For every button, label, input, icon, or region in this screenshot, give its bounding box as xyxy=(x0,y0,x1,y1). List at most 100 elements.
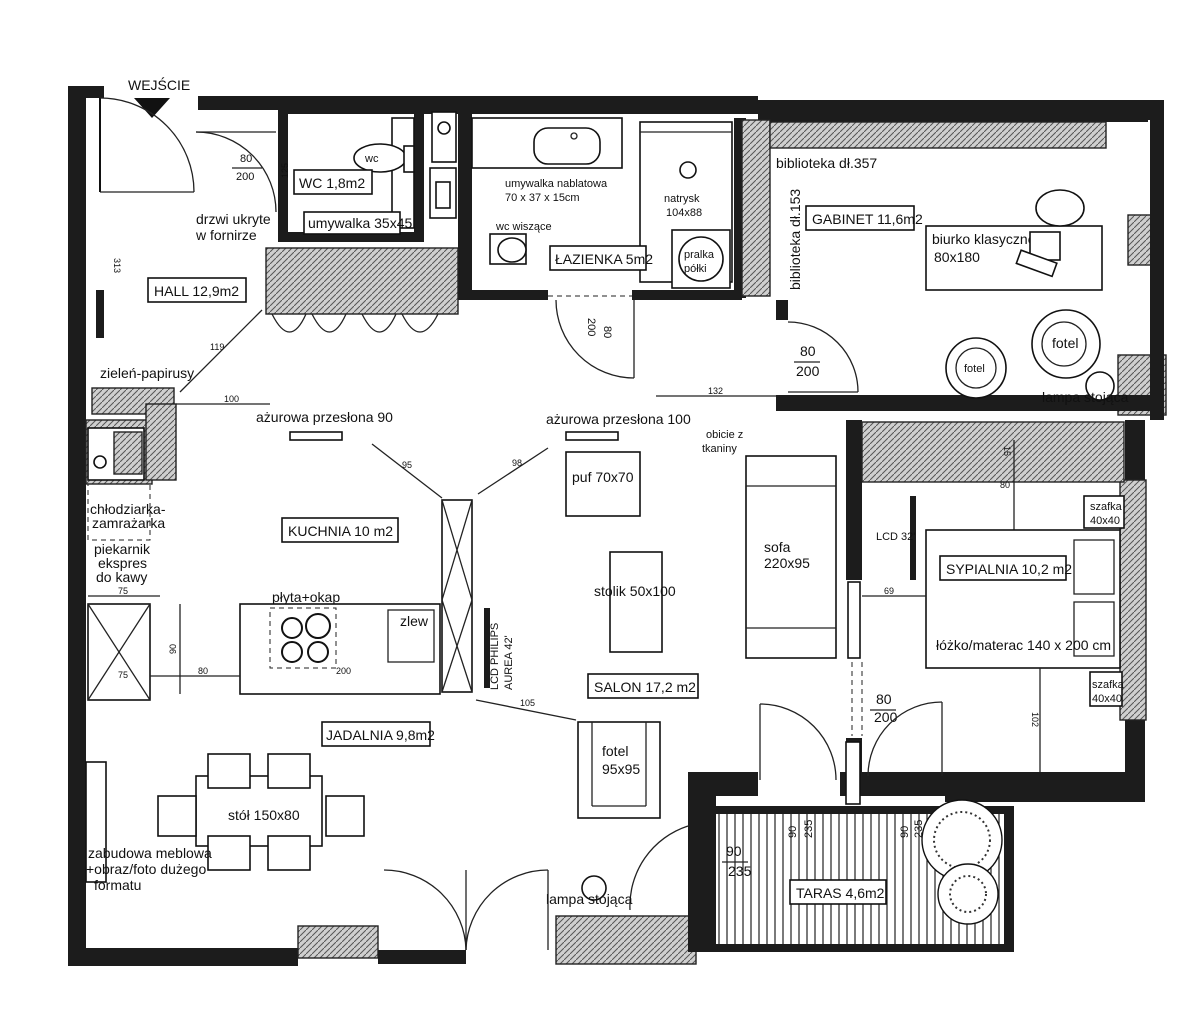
svg-text:105: 105 xyxy=(520,698,535,708)
svg-text:AUREA 42': AUREA 42' xyxy=(503,635,515,690)
svg-text:pralka: pralka xyxy=(684,249,715,261)
svg-text:fotel: fotel xyxy=(1052,335,1078,351)
svg-text:zamrażarka: zamrażarka xyxy=(92,515,165,531)
svg-text:200: 200 xyxy=(585,318,597,336)
toilet-icon xyxy=(353,143,407,173)
svg-text:80x180: 80x180 xyxy=(934,249,980,265)
svg-text:75: 75 xyxy=(118,586,128,596)
svg-text:90: 90 xyxy=(787,826,799,838)
svg-text:biblioteka dł.357: biblioteka dł.357 xyxy=(776,155,877,171)
svg-text:puf 70x70: puf 70x70 xyxy=(572,469,634,485)
svg-text:biurko klasyczne: biurko klasyczne xyxy=(932,231,1036,247)
armchair-icon xyxy=(1031,309,1101,379)
floor-lamp-icon xyxy=(581,875,607,901)
svg-text:98: 98 xyxy=(512,458,522,468)
svg-text:200: 200 xyxy=(336,666,351,676)
washer-icon xyxy=(678,236,724,282)
svg-text:ekspres: ekspres xyxy=(98,555,147,571)
svg-text:zlew: zlew xyxy=(400,613,429,629)
svg-text:półki: półki xyxy=(684,263,707,275)
svg-text:zieleń-papirusy: zieleń-papirusy xyxy=(100,365,194,381)
hall: HALL 12,9m2 313 119 zieleń-papirusy 100 xyxy=(91,247,459,481)
svg-text:200: 200 xyxy=(874,709,898,725)
svg-text:LCD 32': LCD 32' xyxy=(876,531,915,543)
svg-text:ażurowa przesłona 100: ażurowa przesłona 100 xyxy=(546,411,691,427)
svg-text:90: 90 xyxy=(168,644,178,654)
svg-text:104x88: 104x88 xyxy=(666,207,702,219)
svg-text:szafka: szafka xyxy=(1092,679,1125,691)
svg-text:ażurowa przesłona 90: ażurowa przesłona 90 xyxy=(256,409,393,425)
svg-text:200: 200 xyxy=(796,363,820,379)
svg-text:piekarnik: piekarnik xyxy=(94,541,151,557)
room-label-sypialnia: SYPIALNIA 10,2 m2 xyxy=(946,561,1072,577)
svg-text:80: 80 xyxy=(198,666,208,676)
svg-text:chłodziarka-: chłodziarka- xyxy=(90,501,166,517)
kitchen: chłodziarka- zamrażarka piekarnik ekspre… xyxy=(87,409,473,701)
entrance: WEJŚCIE xyxy=(99,76,195,193)
wardrobe xyxy=(271,313,439,333)
terrace: TARAS 4,6m2 90 235 90 235 90 235 xyxy=(722,703,1003,925)
plant-icon xyxy=(937,863,999,925)
bedroom: 15 80 szafka 40x40 LCD 32' SYPIALNIA 10,… xyxy=(847,421,1125,777)
svg-text:sofa: sofa xyxy=(764,539,791,555)
room-label-jadalnia: JADALNIA 9,8m2 xyxy=(326,727,435,743)
svg-text:235: 235 xyxy=(803,820,815,838)
svg-text:100: 100 xyxy=(224,394,239,404)
wc-room: wc WC 1,8m2 umywalka 35x45 125 80 200 dr… xyxy=(195,117,415,243)
hanging-toilet-icon xyxy=(497,237,527,263)
exterior-walls xyxy=(68,86,1167,966)
room-label-gabinet: GABINET 11,6m2 xyxy=(812,211,923,227)
cooktop-burner-icon xyxy=(307,641,329,663)
svg-text:95x95: 95x95 xyxy=(602,761,640,777)
office-chair-icon xyxy=(1035,189,1085,227)
svg-text:formatu: formatu xyxy=(94,877,141,893)
svg-text:102: 102 xyxy=(1030,712,1040,727)
svg-text:stolik 50x100: stolik 50x100 xyxy=(594,583,676,599)
svg-text:235: 235 xyxy=(728,863,752,879)
svg-text:80: 80 xyxy=(240,153,252,165)
svg-text:95: 95 xyxy=(402,460,412,470)
svg-text:do kawy: do kawy xyxy=(96,569,147,585)
svg-text:+obraz/foto dużego: +obraz/foto dużego xyxy=(86,861,206,877)
svg-text:15: 15 xyxy=(1002,446,1012,456)
svg-text:obicie z: obicie z xyxy=(706,429,743,441)
room-label-taras: TARAS 4,6m2 xyxy=(796,885,885,901)
floor-lamp-icon xyxy=(1085,371,1115,401)
svg-text:szafka: szafka xyxy=(1090,501,1123,513)
svg-text:200: 200 xyxy=(236,171,254,183)
room-label-wc: WC 1,8m2 xyxy=(299,175,365,191)
room-label-hall: HALL 12,9m2 xyxy=(154,283,239,299)
svg-text:drzwi ukryte: drzwi ukryte xyxy=(196,211,271,227)
svg-text:80: 80 xyxy=(800,343,816,359)
svg-text:69: 69 xyxy=(884,586,894,596)
svg-text:75: 75 xyxy=(118,670,128,680)
svg-text:220x95: 220x95 xyxy=(764,555,810,571)
svg-text:LCD PHILIPS: LCD PHILIPS xyxy=(489,623,501,690)
shower-drain-icon xyxy=(679,161,697,179)
svg-text:natrysk: natrysk xyxy=(664,193,700,205)
svg-text:125: 125 xyxy=(280,163,290,178)
svg-text:313: 313 xyxy=(112,258,122,273)
room-label-lazienka: ŁAZIENKA 5m2 xyxy=(555,251,653,267)
svg-text:132: 132 xyxy=(708,386,723,396)
svg-text:119: 119 xyxy=(210,342,224,352)
cooktop-burner-icon xyxy=(305,613,331,639)
svg-text:w fornirze: w fornirze xyxy=(195,227,257,243)
svg-text:tkaniny: tkaniny xyxy=(702,443,737,455)
cooktop-burner-icon xyxy=(281,617,303,639)
svg-text:umywalka nablatowa: umywalka nablatowa xyxy=(505,178,608,190)
svg-text:80: 80 xyxy=(601,326,613,338)
svg-text:80: 80 xyxy=(876,691,892,707)
svg-text:90: 90 xyxy=(726,843,742,859)
svg-text:lampa stojąca: lampa stojąca xyxy=(1042,389,1129,405)
bathroom: umywalka nablatowa 70 x 37 x 15cm natrys… xyxy=(471,117,733,379)
svg-text:fotel: fotel xyxy=(602,743,628,759)
svg-text:stół 150x80: stół 150x80 xyxy=(228,807,300,823)
svg-text:70 x 37 x 15cm: 70 x 37 x 15cm xyxy=(505,192,580,204)
svg-text:wc wiszące: wc wiszące xyxy=(495,221,552,233)
dining-room: JADALNIA 9,8m2 stół 150x80 zabudowa mebl… xyxy=(85,721,549,951)
svg-text:umywalka 35x45: umywalka 35x45 xyxy=(308,215,412,231)
living-room: ażurowa przesłona 100 98 132 puf 70x70 s… xyxy=(475,386,837,911)
svg-text:płyta+okap: płyta+okap xyxy=(272,589,340,605)
